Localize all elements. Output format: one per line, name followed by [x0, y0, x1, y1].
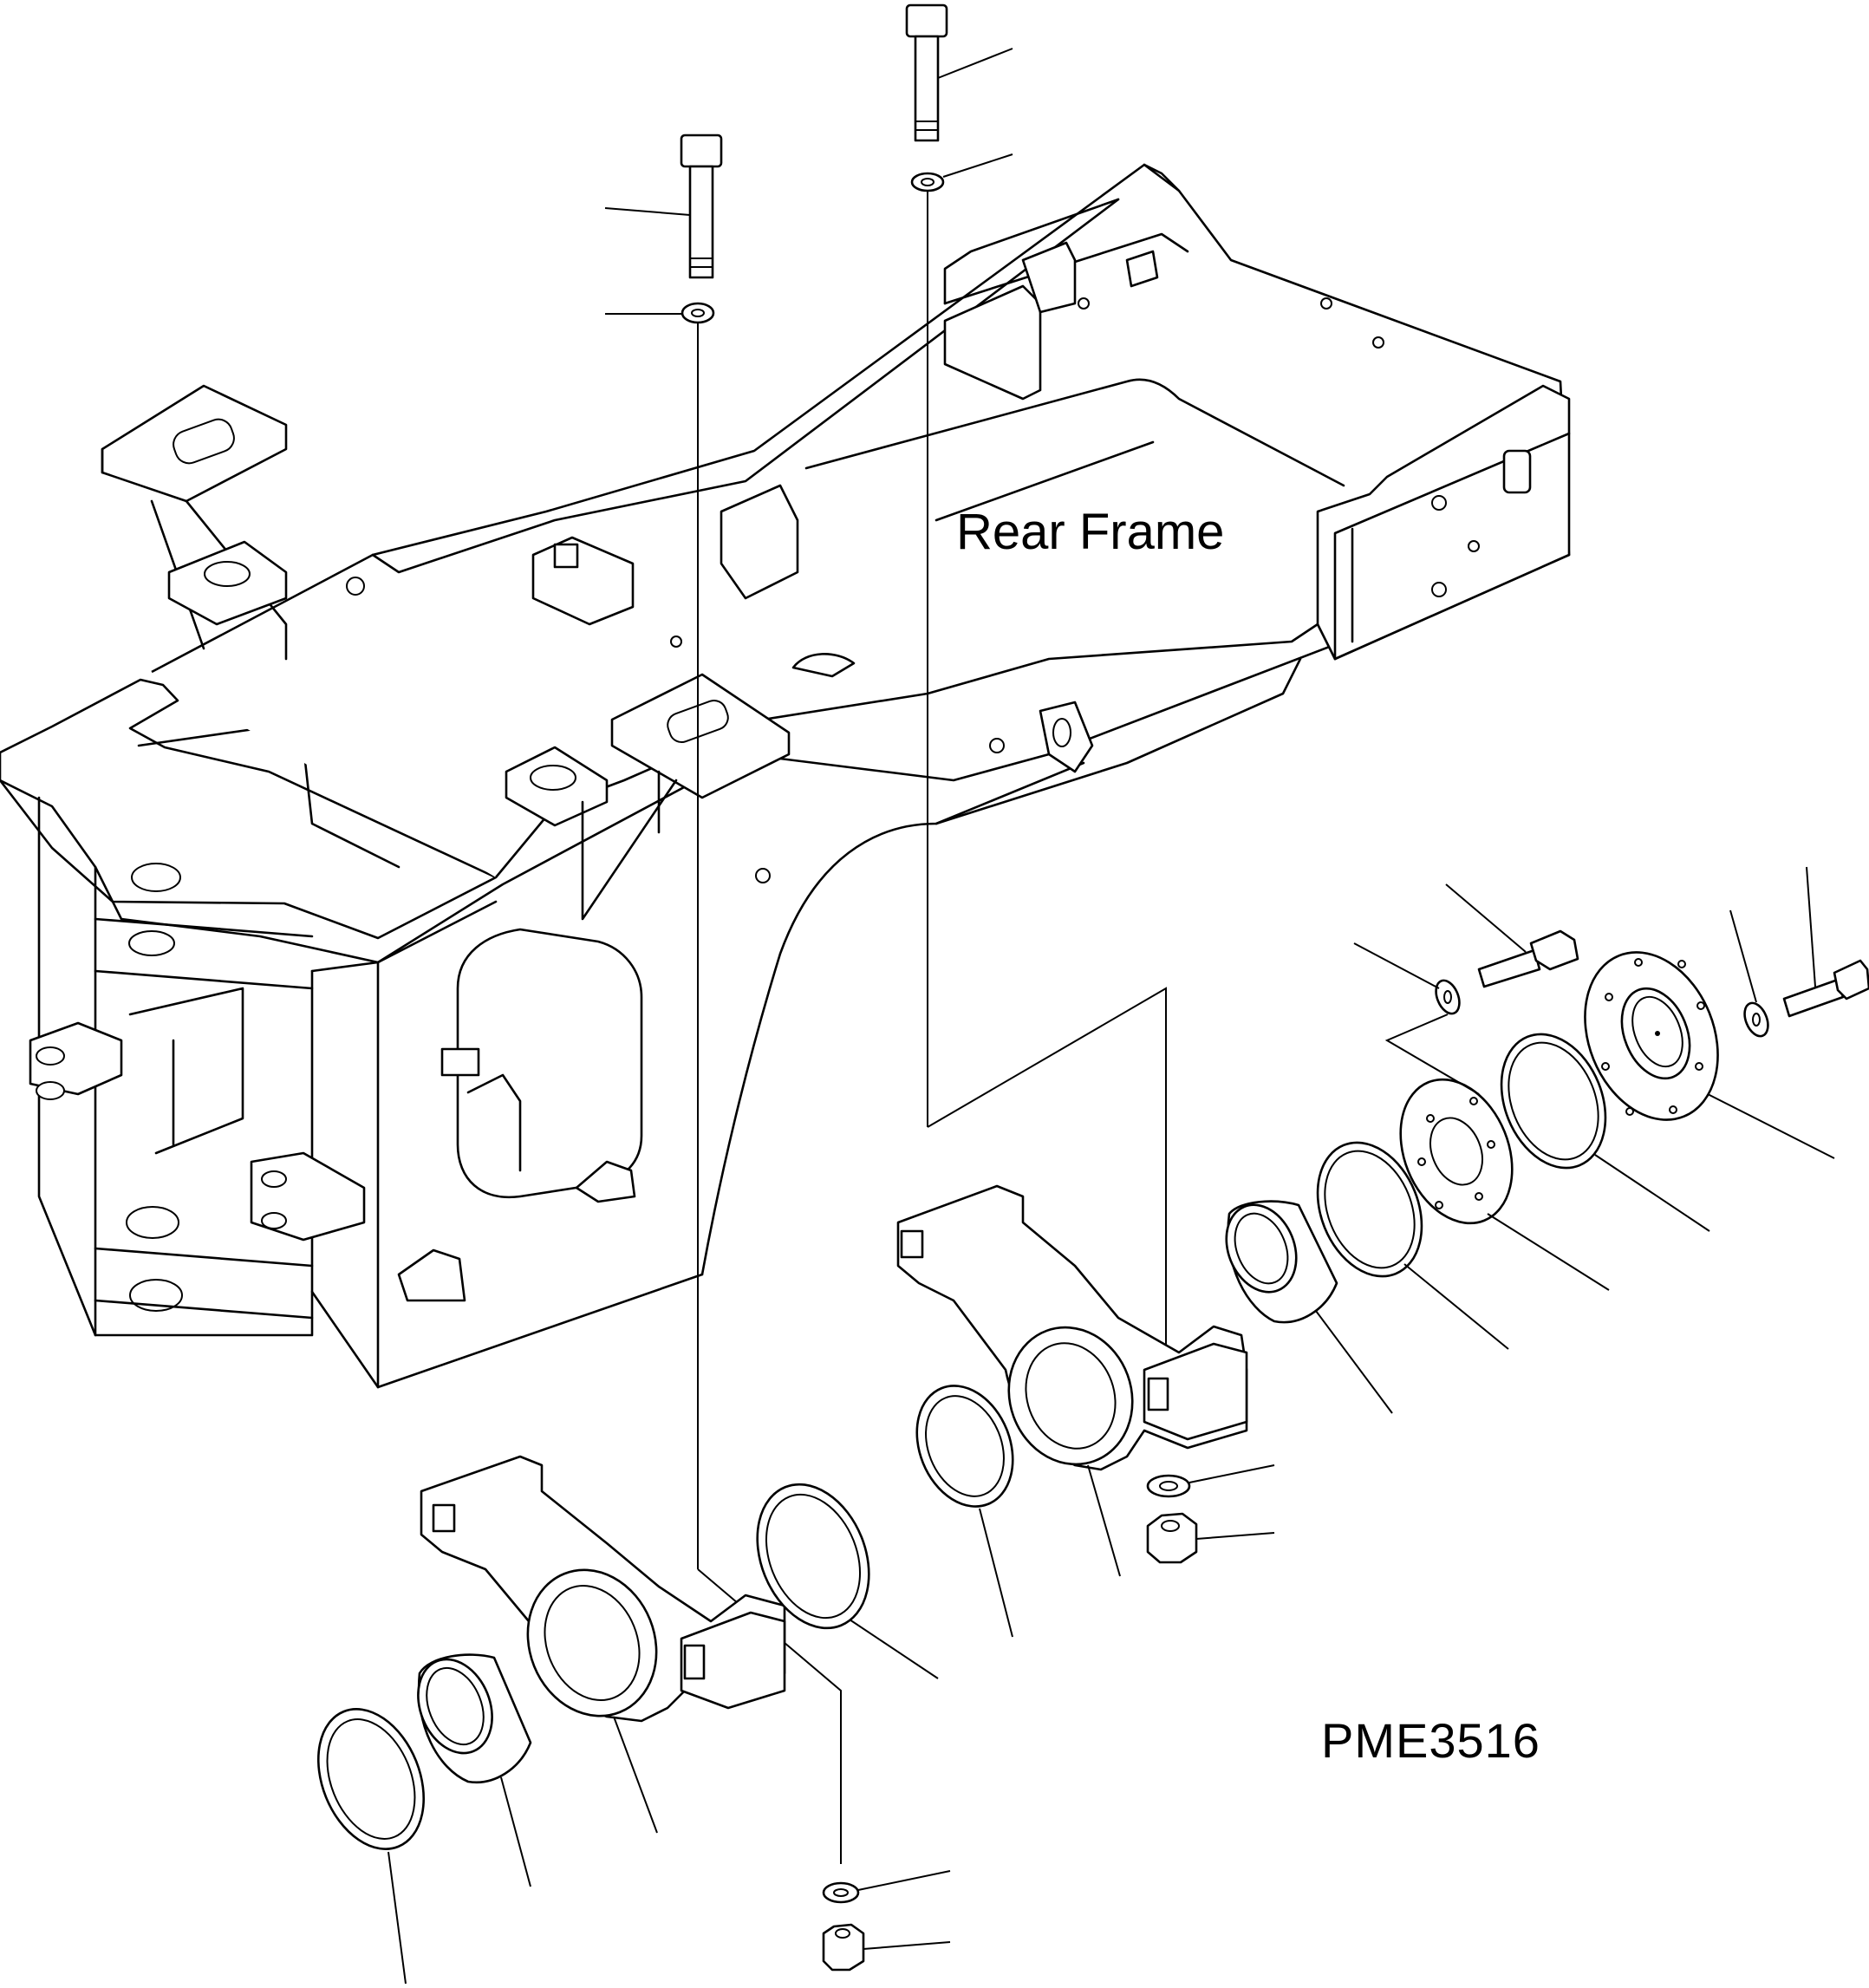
rear-frame [0, 163, 1571, 1389]
bolt-right-a [1445, 883, 1579, 988]
washer-nut-right [1146, 1464, 1275, 1564]
seal-ring-f2 [316, 1708, 426, 1985]
bushing-r [1225, 1200, 1393, 1414]
washer-nut-front [822, 1870, 951, 1972]
washer-right-a [1353, 942, 1480, 1095]
axle-support-front [420, 1455, 786, 1834]
bolt-upper-left [604, 134, 723, 279]
seal-ring-f1 [756, 1483, 939, 1679]
bolt-upper-right [905, 3, 1013, 142]
seal-ring-r3 [1500, 1033, 1710, 1232]
assembly-centerlines [697, 191, 1167, 1864]
axle-support-rear [896, 1184, 1248, 1577]
bolt-right-b [1782, 866, 1869, 1018]
seal-ring-r2 [1316, 1141, 1509, 1350]
drawing-code: PME3516 [1321, 1713, 1540, 1768]
bushing-f [417, 1653, 532, 1887]
rear-frame-label: Rear Frame [956, 504, 1225, 560]
washer-upper-right [910, 153, 1013, 192]
cover-plate [1584, 951, 1835, 1159]
thrust-plate [1399, 1078, 1610, 1291]
seal-ring-r1 [915, 1385, 1014, 1638]
washer-upper-left [605, 302, 715, 324]
washer-right-b [1729, 909, 1769, 1038]
